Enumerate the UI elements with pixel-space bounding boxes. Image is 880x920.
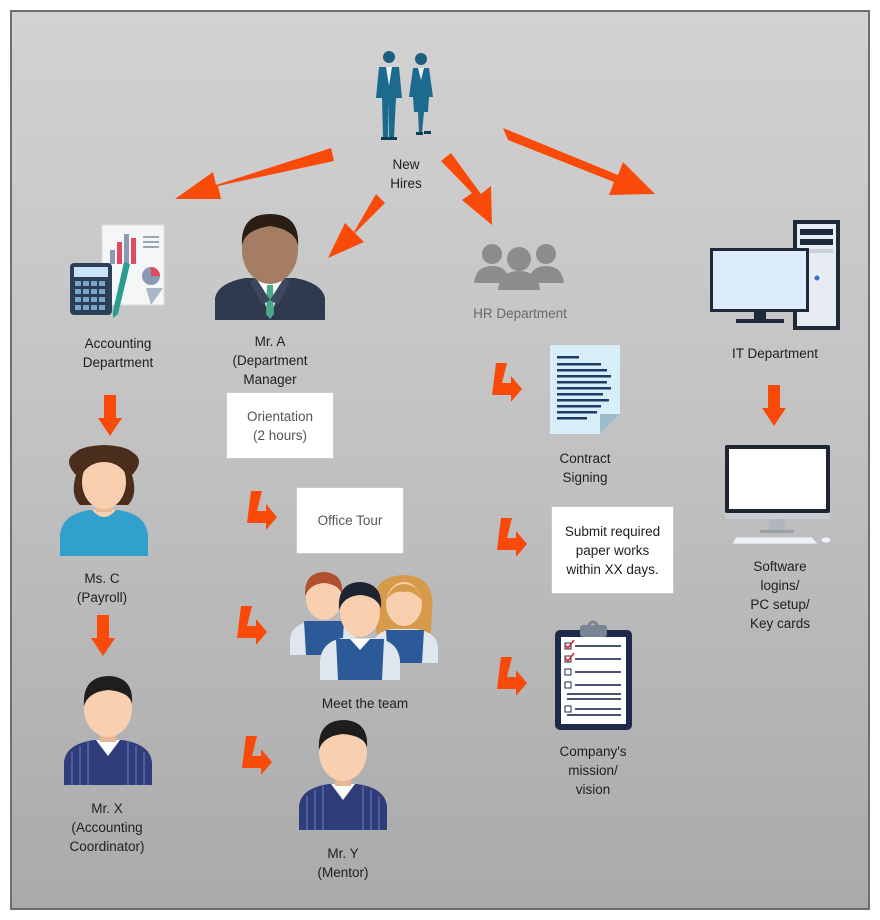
it-label-line: IT Department <box>731 346 819 361</box>
arrow-to-mr-a <box>328 194 385 258</box>
mr-a-label-line: (Department <box>232 353 308 368</box>
it-department-label: IT Department <box>732 344 818 363</box>
manager-avatar-icon <box>215 214 325 320</box>
software-label-line: PC setup/ <box>750 597 810 612</box>
mr-a-label-line: Mr. A <box>254 334 286 349</box>
contract-label-line: Contract <box>559 451 611 466</box>
arrow-it-to-software <box>762 385 786 426</box>
meet-team-label-line: Meet the team <box>321 696 409 711</box>
ms-c-label-line: (Payroll) <box>76 590 128 605</box>
meet-the-team-label: Meet the team <box>322 694 408 713</box>
hr-department-label: HR Department <box>473 304 567 323</box>
mission-label-line: Company's <box>559 744 627 759</box>
mission-label-line: mission/ <box>568 763 618 778</box>
paperwork-line: within XX days. <box>566 561 659 577</box>
business-people-icon <box>376 51 433 140</box>
software-label-line: Key cards <box>749 616 811 631</box>
new-hires-label: New Hires <box>390 155 422 193</box>
mr-a-label: Mr. A (Department Manager <box>232 332 307 389</box>
man-avatar-icon <box>64 676 152 785</box>
office-tour-box: Office Tour <box>296 487 404 554</box>
mr-x-label-line: Coordinator) <box>69 839 145 854</box>
contract-signing-label: Contract Signing <box>559 449 610 487</box>
new-hires-label-line: Hires <box>390 176 422 191</box>
bolt-arrow-paperwork <box>497 518 527 557</box>
hr-label-line: HR Department <box>473 306 567 321</box>
bolt-arrow-orientation <box>247 491 277 530</box>
arrow-ms-c-to-mr-x <box>91 615 115 656</box>
software-label-line: logins/ <box>760 578 800 593</box>
mr-x-label: Mr. X (Accounting Coordinator) <box>69 799 144 856</box>
orientation-line: (2 hours) <box>252 427 308 443</box>
mr-y-label: Mr. Y (Mentor) <box>317 844 368 882</box>
bolt-arrow-contract <box>492 363 522 402</box>
accounting-label-line: Accounting <box>84 336 152 351</box>
company-mission-label: Company's mission/ vision <box>559 742 626 799</box>
paperwork-line: Submit required <box>564 523 661 539</box>
team-icon <box>290 572 438 680</box>
arrows <box>91 128 786 775</box>
desktop-tower-icon <box>710 220 840 330</box>
group-icon <box>474 244 564 290</box>
mr-x-label-line: (Accounting <box>71 820 143 835</box>
new-hires-label-line: New <box>392 157 420 172</box>
clipboard-checklist-icon <box>555 620 632 730</box>
arrow-accounting-to-ms-c <box>98 395 122 436</box>
mr-y-label-line: Mr. Y <box>327 846 359 861</box>
bolt-arrow-meet-team <box>237 606 267 645</box>
mr-x-label-line: Mr. X <box>91 801 123 816</box>
mentor-avatar-icon <box>299 720 387 830</box>
accounting-documents-icon <box>70 224 165 318</box>
bolt-arrow-mr-y <box>242 736 272 775</box>
arrow-to-it <box>503 128 655 195</box>
orientation-line: Orientation <box>246 408 314 424</box>
mr-y-label-line: (Mentor) <box>317 865 369 880</box>
woman-avatar-icon <box>60 445 148 556</box>
accounting-label-line: Department <box>82 355 154 370</box>
bolt-arrow-mission <box>497 657 527 696</box>
arrow-to-accounting <box>175 148 334 199</box>
paperwork-box: Submit required paper works within XX da… <box>551 506 674 594</box>
office-tour-line: Office Tour <box>317 513 383 528</box>
ms-c-label-line: Ms. C <box>84 571 120 586</box>
software-label-line: Software <box>753 559 807 574</box>
mr-a-label-line: Manager <box>243 372 297 387</box>
mission-label-line: vision <box>575 782 611 797</box>
document-icon <box>550 345 620 434</box>
contract-label-line: Signing <box>562 470 608 485</box>
paperwork-line: paper works <box>575 542 650 558</box>
ms-c-label: Ms. C (Payroll) <box>77 569 127 607</box>
orientation-box: Orientation (2 hours) <box>226 392 334 459</box>
accounting-department-label: Accounting Department <box>83 334 154 372</box>
monitor-keyboard-icon <box>725 445 832 545</box>
arrow-to-hr <box>441 153 492 225</box>
software-label: Software logins/ PC setup/ Key cards <box>750 557 810 633</box>
